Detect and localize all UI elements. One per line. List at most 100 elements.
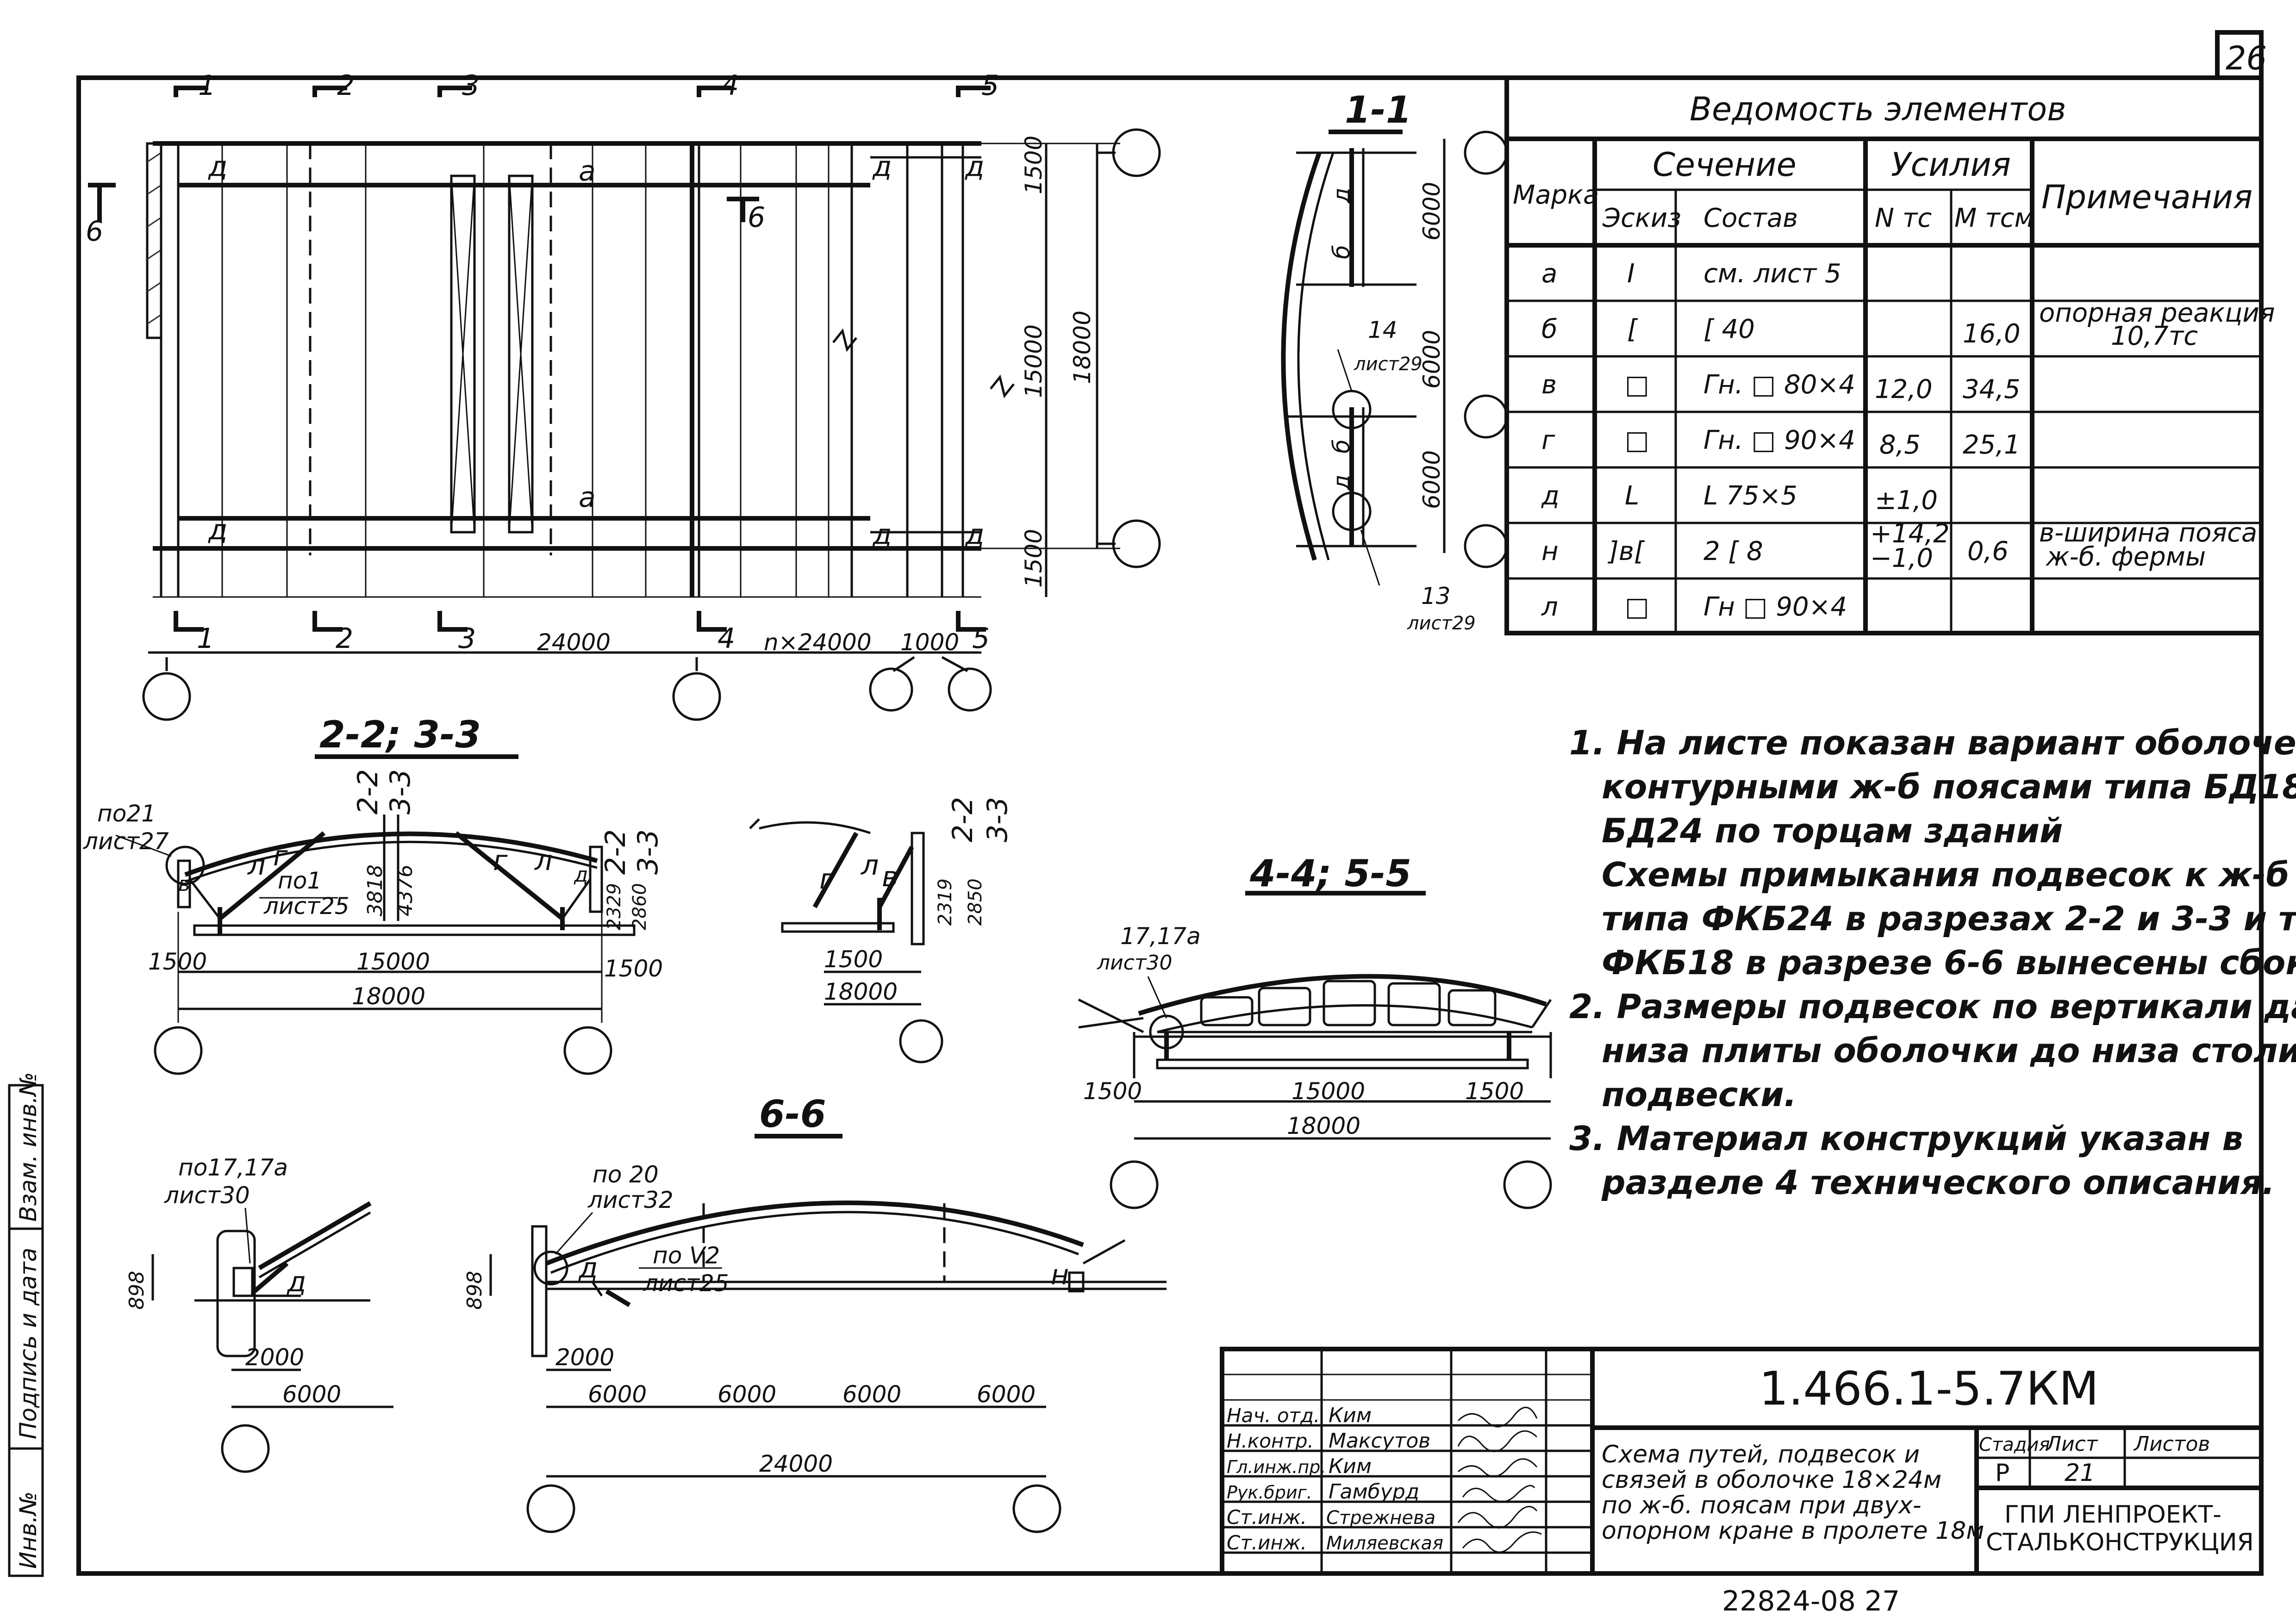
- section-1-1-dim-6000-1: 6000: [1418, 182, 1445, 241]
- section-1-1-dim-6000-3: 6000: [1418, 450, 1445, 509]
- title-block-desc-1: Схема путей, подвесок и: [1602, 1441, 1920, 1468]
- section-1-1-ref1-num: 14: [1368, 317, 1398, 343]
- title-block-desc-4: опорном кране в пролете 18м: [1602, 1517, 1984, 1545]
- title-block-name-4: Гамбурд: [1329, 1480, 1419, 1504]
- section-4-4-dim-18000: 18000: [1287, 1113, 1360, 1139]
- section-2-2-label-v: в: [178, 872, 190, 896]
- section-1-1-label-b2: б: [1328, 439, 1355, 454]
- signature-5: [1457, 1506, 1538, 1529]
- section-6-6-main-dim-6000-1: 6000: [588, 1381, 647, 1408]
- section-1-1-dim-6000-2: 6000: [1418, 330, 1445, 389]
- row-g-comp: Гн. □ 90×4: [1703, 425, 1855, 455]
- section-6-6-left-ref-num: по17,17а: [178, 1154, 288, 1181]
- section-1-1-ref2-sheet: лист29: [1407, 613, 1476, 634]
- section-2-2-detail: г л в 2319 2850 2-2 3-3 1500 18000: [749, 797, 1014, 1063]
- cut-mark-3-top: 3: [462, 69, 480, 102]
- row-b-note: опорная реакция: [2039, 298, 2275, 328]
- title-block-role-5: Ст.инж.: [1227, 1506, 1307, 1529]
- section-6-6-left-ref-sheet: лист30: [164, 1182, 250, 1209]
- cut-mark-4-top: 4: [721, 69, 739, 102]
- detail-dim-1500: 1500: [824, 946, 883, 973]
- note-line-11: разделе 4 технического описания.: [1601, 1163, 2275, 1202]
- section-4-4-ref-num: 17,17а: [1120, 923, 1201, 950]
- title-block-stage: Р: [1995, 1459, 2009, 1487]
- plan-view: 1 2 3 4 5 1 2 3 4 5 д а а д д д д д 6 6 …: [86, 69, 1161, 721]
- plan-label-d-right2: д: [965, 150, 984, 183]
- section-4-4-5-5: 4-4; 5-5 17,17а лист30 1500 15000 1500 1…: [1078, 852, 1552, 1209]
- note-line-7: 2. Размеры подвесок по вертикали даны от: [1569, 987, 2296, 1026]
- cut-mark-3-bottom: 3: [458, 622, 476, 655]
- cut-mark-2-bottom: 2: [336, 622, 353, 655]
- section-2-2-c22-b: 2-2: [599, 829, 632, 875]
- section-2-2-label-l2: л: [534, 845, 552, 877]
- row-v-sketch: □: [1625, 370, 1649, 400]
- title-block-role-6: Ст.инж.: [1227, 1531, 1307, 1554]
- row-l-comp: Гн □ 90×4: [1703, 592, 1847, 622]
- section-4-4-ref-sheet: лист30: [1097, 951, 1173, 975]
- section-2-2-c22-a: 2-2: [352, 769, 384, 815]
- section-6-6-main-h898: 898: [463, 1271, 487, 1310]
- row-d-comp: L 75×5: [1703, 481, 1797, 511]
- schedule-header-forces: Усилия: [1891, 146, 2011, 184]
- schedule-header-section: Сечение: [1653, 146, 1797, 184]
- title-block-role-1: Нач. отд.: [1227, 1404, 1320, 1427]
- cut-mark-1-top: 1: [198, 69, 216, 102]
- row-v-mark: в: [1541, 370, 1557, 400]
- note-line-2: контурными ж-б поясами типа БД18 и: [1602, 767, 2296, 806]
- section-6-6-main-dim-24000: 24000: [759, 1450, 833, 1477]
- plan-label-six-left: 6: [86, 215, 103, 248]
- section-6-6-ref2-sheet: лист25: [643, 1270, 729, 1297]
- section-2-2-c33-a: 3-3: [384, 769, 417, 815]
- section-2-2-ref1-sheet: лист27: [83, 828, 169, 855]
- side-stamp-sign-date: Подпись и дата: [15, 1248, 42, 1439]
- title-block-desc-2: связей в оболочке 18×24м: [1602, 1466, 1941, 1494]
- detail-label-l: л: [861, 849, 879, 882]
- section-6-6-left-h898: 898: [125, 1271, 149, 1310]
- section-2-2-ref1-num: по21: [97, 800, 156, 827]
- row-b-mark: б: [1541, 314, 1558, 344]
- signature-6: [1462, 1531, 1542, 1553]
- section-6-6: 6-6 д по17,17а лист30 898 2000 6000 д: [125, 1093, 1167, 1533]
- row-d-n: ±1,0: [1875, 485, 1938, 516]
- signature-4: [1462, 1485, 1535, 1503]
- row-n-comp: 2 [ 8: [1703, 536, 1763, 566]
- section-2-2-dim-1500-right: 1500: [604, 955, 663, 982]
- section-1-1-ref1-sheet: лист29: [1354, 354, 1423, 375]
- section-2-2-ref2-num: по1: [278, 867, 322, 894]
- row-g-mark: г: [1541, 425, 1555, 455]
- title-block-role-4: Рук.бриг.: [1227, 1482, 1312, 1503]
- detail-dim-18000: 18000: [824, 978, 898, 1005]
- section-2-2-title: 2-2; 3-3: [319, 713, 481, 756]
- row-n-note2: ж-б. фермы: [2045, 542, 2206, 572]
- section-4-4-title: 4-4; 5-5: [1249, 852, 1411, 895]
- section-6-6-ref1-num: по 20: [593, 1161, 659, 1188]
- cut-mark-1-bottom: 1: [197, 622, 214, 655]
- note-line-10: 3. Материал конструкций указан в: [1569, 1119, 2243, 1158]
- row-d-mark: д: [1541, 481, 1560, 511]
- note-line-8: низа плиты оболочки до низа столика: [1602, 1031, 2296, 1070]
- row-n-sketch: ]в[: [1607, 536, 1645, 566]
- plan-dim-15000: 15000: [1020, 324, 1047, 398]
- plan-dim-18000: 18000: [1069, 311, 1096, 384]
- section-1-1-label-b1: б: [1328, 245, 1355, 259]
- title-block-name-1: Ким: [1329, 1404, 1372, 1427]
- section-6-6-main-dim-6000-4: 6000: [977, 1381, 1036, 1408]
- page-number: 26: [2226, 39, 2267, 77]
- section-2-2-h2: 4376: [393, 864, 417, 916]
- title-block-stage-label: Стадия: [1979, 1434, 2050, 1455]
- section-6-6-left-dim-6000: 6000: [282, 1381, 341, 1408]
- side-stamp-inv-no: Инв.№: [15, 1492, 42, 1569]
- element-schedule: Ведомость элементов Марка Сечение Эскиз …: [1504, 75, 2275, 635]
- plan-dim-1500a: 1500: [1020, 136, 1047, 194]
- title-block-org-2: СТАЛЬКОНСТРУКЦИЯ: [1986, 1529, 2254, 1556]
- row-d-sketch: L: [1625, 481, 1639, 511]
- plan-label-a-bottom: а: [579, 481, 596, 514]
- note-line-4: Схемы примыкания подвесок к ж-б фермам: [1602, 855, 2296, 894]
- title-block-name-6: Миляевская: [1326, 1533, 1443, 1554]
- cut-mark-4-bottom: 4: [718, 622, 735, 655]
- row-b-sketch: [: [1627, 314, 1638, 344]
- plan-label-d-top: д: [208, 150, 227, 183]
- cut-mark-5-bottom: 5: [972, 622, 990, 655]
- title-block-code: 1.466.1-5.7КМ: [1759, 1362, 2099, 1416]
